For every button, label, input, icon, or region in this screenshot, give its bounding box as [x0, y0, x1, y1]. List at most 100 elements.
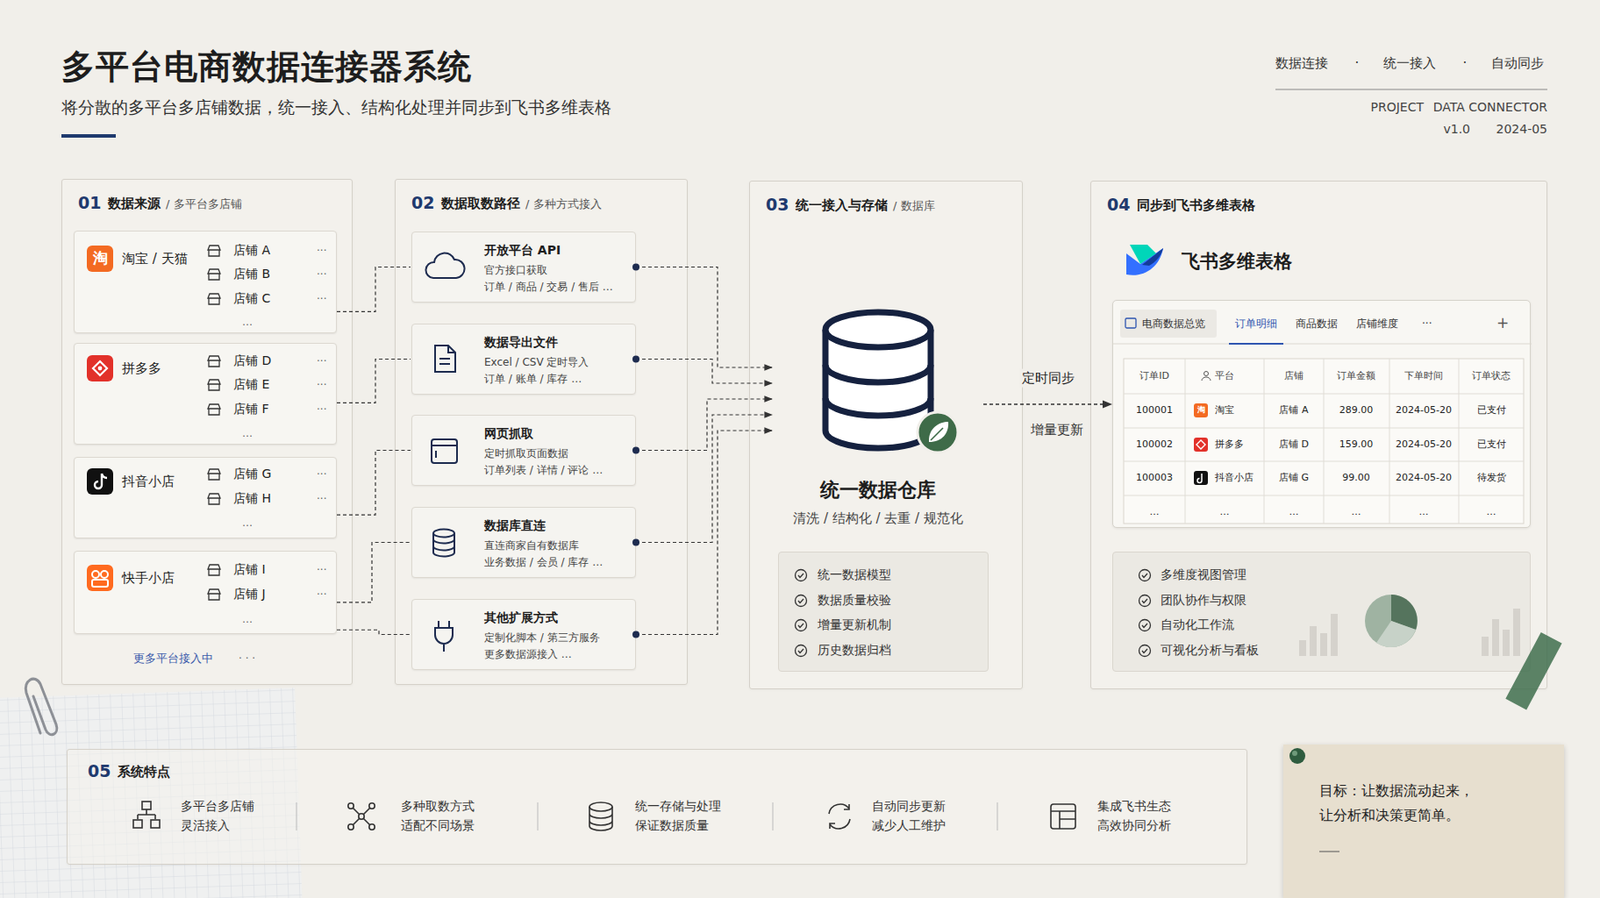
node-text: 团队协作与权限: [1160, 592, 1247, 609]
connector: [336, 629, 411, 635]
node-text: / 数据库: [892, 199, 936, 214]
node-text: 开放平台 API: [484, 242, 561, 259]
node-text: ···: [316, 355, 327, 369]
connector: [336, 542, 411, 603]
connector-dot: [632, 539, 640, 547]
node-icon: [74, 551, 338, 636]
node-text: …: [242, 427, 253, 441]
node-text: 店铺 J: [233, 586, 266, 603]
node-text: 店铺 C: [233, 291, 271, 308]
node-text: 淘: [92, 249, 108, 268]
node-text: …: [1289, 506, 1300, 519]
node-text: …: [242, 315, 253, 329]
node-text: 多维度视图管理: [1160, 567, 1247, 584]
table-window: 电商数据总览订单明细商品数据店铺维度···+订单ID平台店铺订单金额下单时间订单…: [1112, 300, 1531, 529]
node-text: 已支付: [1477, 404, 1507, 417]
node-text: 已支付: [1477, 438, 1507, 451]
node-icon: [74, 231, 338, 335]
connector: [336, 359, 411, 404]
node-text: ···: [316, 244, 327, 258]
connector: [635, 399, 772, 451]
node-text: 自动同步更新 减少人工维护: [871, 797, 976, 836]
node-text: …: [242, 613, 253, 627]
node-text: 快手小店: [121, 570, 175, 587]
warehouse-node: 统一数据仓库清洗 / 结构化 / 去重 / 规范化: [772, 307, 984, 532]
node-text: 04: [1107, 194, 1130, 216]
method-box: 其他扩展方式定制化脚本 / 第三方服务更多数据源接入 …: [411, 599, 636, 671]
node-text: 拼多多: [121, 360, 162, 378]
node-text: 店铺 A: [233, 242, 271, 259]
node-text: / 多种方式接入: [525, 197, 602, 212]
header-label: 增量更新: [1030, 421, 1084, 439]
node-text: 更多数据源接入 …: [484, 648, 572, 662]
node-text: …: [1150, 506, 1160, 519]
node-text: 数据质量校验: [817, 592, 892, 609]
platform-card: 快手小店店铺 I···店铺 J···…: [73, 550, 337, 635]
storage-panel: 03统一接入与存储/ 数据库统一数据仓库清洗 / 结构化 / 去重 / 规范化统…: [749, 180, 1023, 690]
node-text: Excel / CSV 定时导入: [484, 356, 589, 370]
node-text: 店铺: [1284, 370, 1304, 383]
node-text: 店铺 A: [1278, 404, 1308, 417]
node-text: 增量更新机制: [817, 617, 892, 634]
node-text: 店铺 I: [233, 562, 266, 579]
node-text: 99.00: [1342, 471, 1371, 485]
node-text: 100002: [1135, 438, 1173, 451]
node-text: / 多平台多店铺: [165, 197, 243, 212]
node-text: 定时抓取页面数据: [484, 447, 569, 461]
node-text: 多种取数方式 适配不同场景: [400, 797, 505, 836]
edge-label: 定时同步: [1019, 369, 1078, 388]
header-label: PROJECT: [1371, 100, 1425, 116]
connector: [635, 267, 772, 369]
node-text: 03: [765, 194, 789, 216]
page-caption: 将分散的多平台多店铺数据，统一接入、结构化处理并同步到飞书多维表格: [61, 97, 612, 119]
node-text: 定制化脚本 / 第三方服务: [484, 631, 600, 645]
node-text: ···: [316, 403, 327, 417]
connector: [635, 414, 772, 543]
header-label: 统一接入: [1383, 55, 1436, 72]
connector-dot: [632, 356, 640, 364]
platform-card: 抖音小店店铺 G···店铺 H···…: [73, 457, 337, 539]
node-text: 店铺维度: [1356, 317, 1399, 331]
node-text: 订单 / 账单 / 库存 …: [484, 372, 582, 386]
node-text: 店铺 G: [233, 466, 272, 483]
node-text: 统一接入与存储: [795, 197, 888, 215]
connector: [635, 430, 772, 636]
node-text: 电商数据总览: [1142, 317, 1206, 331]
node-text: 2024-05-20: [1395, 471, 1452, 485]
node-text: 数据取数路径: [441, 195, 521, 213]
node-text: 更多平台接入中: [133, 651, 214, 666]
node-text: 直连商家自有数据库: [484, 539, 579, 553]
node-text: ···: [316, 468, 327, 482]
node-text: ···: [316, 588, 327, 602]
node-text: +: [1496, 314, 1509, 333]
node-text: 数据导出文件: [484, 335, 558, 351]
node-text: ···: [316, 378, 327, 393]
node-text: 店铺 D: [233, 353, 272, 370]
connector-dot: [632, 264, 640, 272]
node-text: 02: [411, 192, 435, 215]
method-box: 数据导出文件 Excel / CSV 定时导入订单 / 账单 / 库存 …: [411, 323, 636, 395]
node-text: 下单时间: [1404, 370, 1443, 383]
node-text: 订单ID: [1139, 370, 1170, 383]
node-text: 平台: [1214, 370, 1235, 383]
node-text: 抖音小店: [1214, 471, 1254, 485]
features-panel: 05系统特点多平台多店铺 灵活接入多种取数方式 适配不同场景统一存储与处理 保证…: [66, 749, 1248, 865]
node-text: 统一数据仓库: [820, 478, 936, 503]
node-text: 飞书多维表格: [1181, 250, 1293, 273]
node-text: ···: [316, 292, 327, 307]
header-label: ·: [1355, 55, 1360, 72]
node-text: 清洗 / 结构化 / 去重 / 规范化: [792, 510, 964, 528]
node-text: 店铺 H: [233, 491, 272, 508]
platform-card: 拼多多店铺 D···店铺 E···店铺 F···…: [73, 342, 337, 445]
node-text: 店铺 D: [1278, 438, 1309, 451]
feature-box: 统一数据模型数据质量校验增量更新机制历史数据归档: [778, 551, 989, 672]
node-icon: [1113, 300, 1532, 529]
node-text: 店铺 E: [233, 377, 270, 393]
node-text: · · ·: [238, 652, 256, 666]
platform-card: 淘淘宝 / 天猫店铺 A···店铺 B···店铺 C···…: [73, 230, 337, 334]
node-text: 店铺 B: [233, 266, 271, 283]
node-text: 数据来源: [107, 195, 161, 213]
feature-box: 多维度视图管理团队协作与权限自动化工作流可视化分析与看板: [1112, 551, 1531, 672]
connector: [336, 267, 411, 313]
node-text: 待发货: [1477, 471, 1507, 485]
